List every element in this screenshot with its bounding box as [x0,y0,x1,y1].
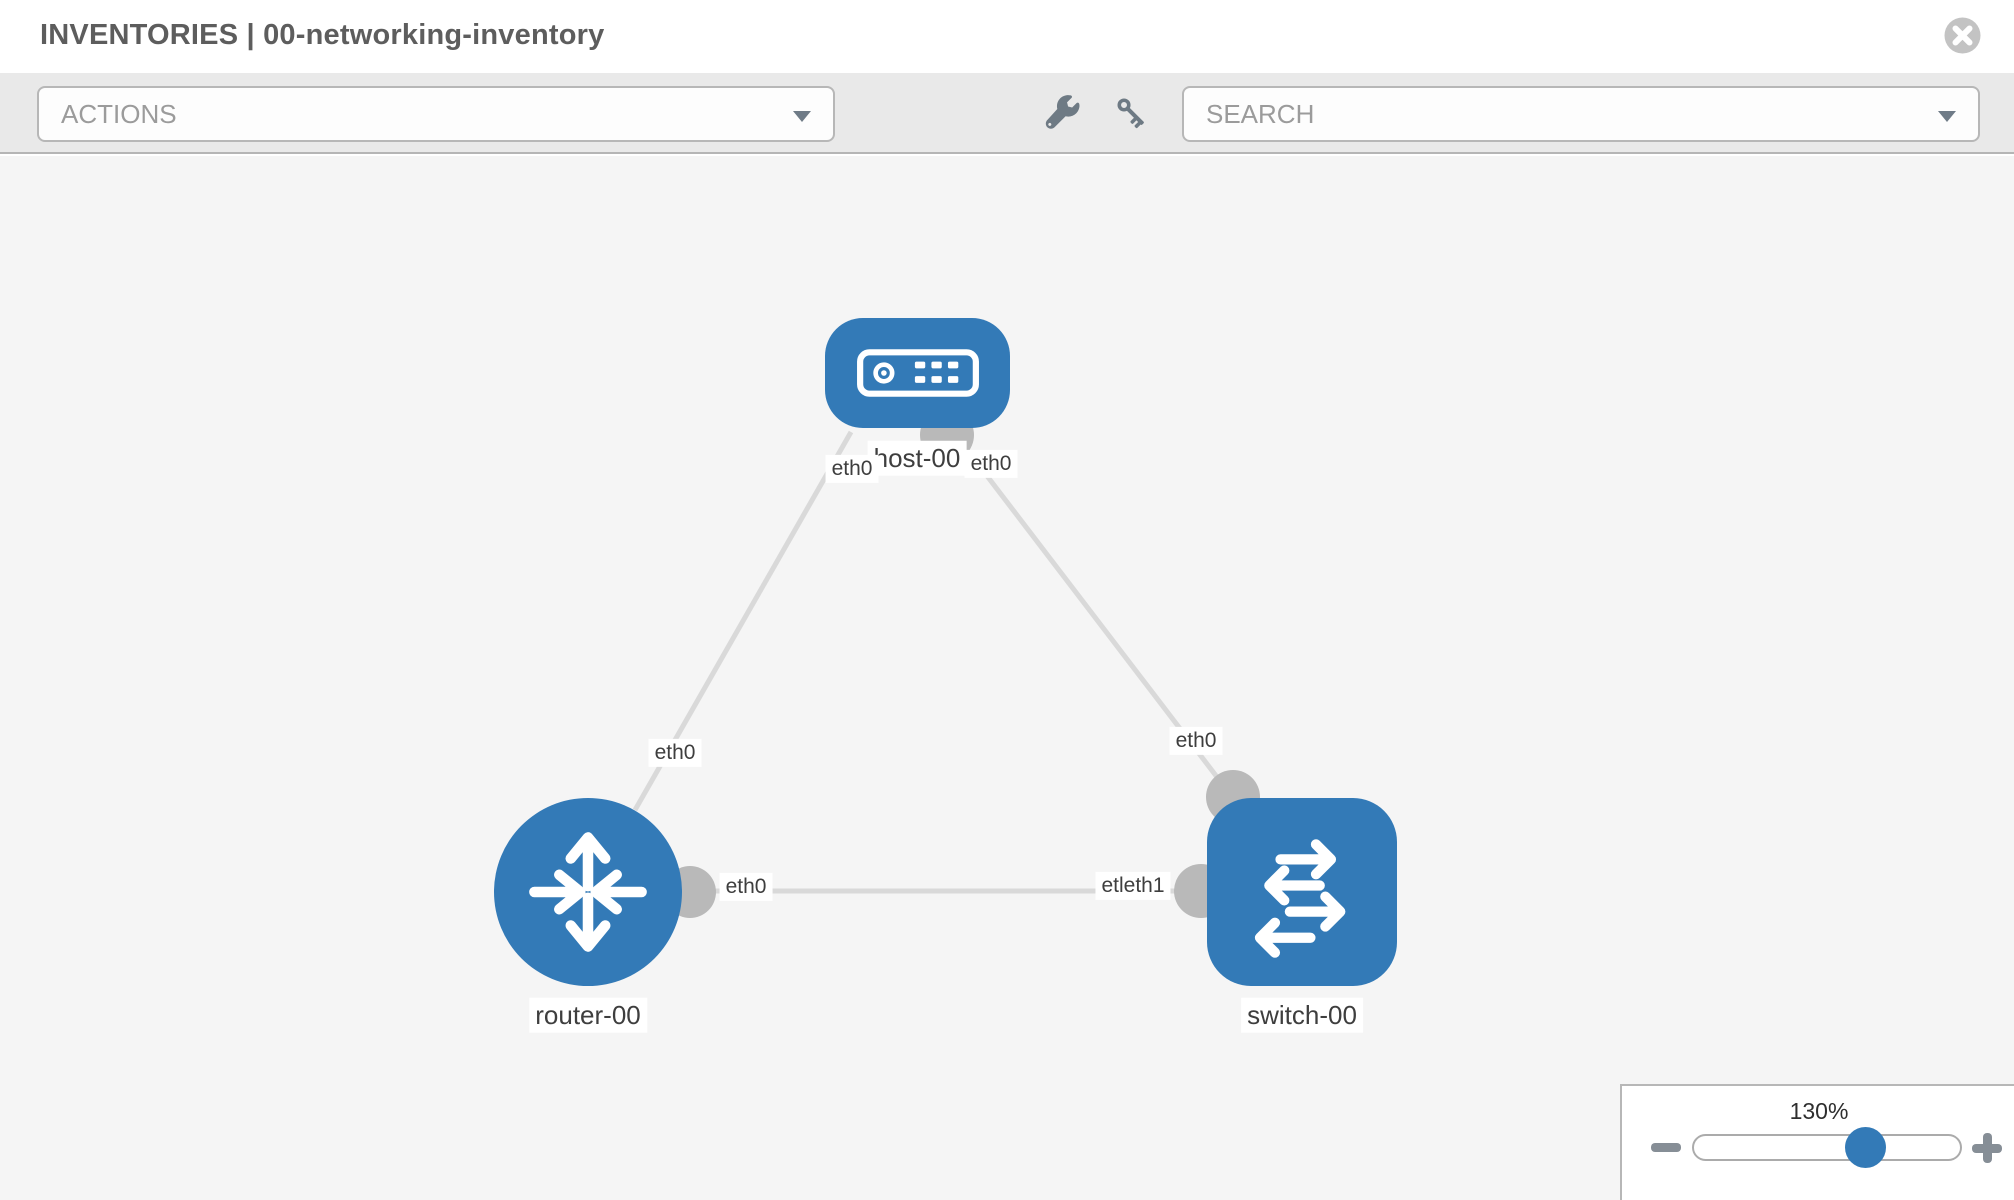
zoom-out-button minus-icon[interactable] [1651,1143,1681,1152]
node-label-switch: switch-00 [1241,997,1363,1033]
search-placeholder: SEARCH [1206,98,1315,129]
actions-dropdown[interactable]: ACTIONS [37,86,835,142]
host-icon [856,349,979,397]
node-label-host: host-00 [867,440,967,476]
topology-canvas[interactable]: host-00 router-00 switch-00 eth0 eth0 et… [0,156,2014,1200]
close-button[interactable] [1944,17,1981,54]
caret-down-icon [793,111,811,122]
credentials-button[interactable] [1112,94,1152,134]
page-title: INVENTORIES | 00-networking-inventory [40,19,605,51]
zoom-slider-handle[interactable] [1845,1127,1886,1168]
port-label: eth0 [825,454,879,484]
zoom-in-button plus-icon[interactable] [1972,1133,2002,1163]
caret-down-icon [1938,111,1956,122]
node-label-router: router-00 [529,997,647,1033]
search-dropdown[interactable]: SEARCH [1182,86,1980,142]
node-host-00[interactable] [825,318,1010,428]
header: INVENTORIES | 00-networking-inventory [0,0,2014,73]
switch-icon [1254,839,1346,958]
configure-tools-button[interactable] [1043,94,1083,134]
port-label: etleth1 [1095,871,1171,901]
port-label: eth0 [1169,726,1223,756]
node-router-00[interactable] [494,798,682,986]
zoom-level: 130% [1789,1098,1849,1124]
port-label: eth0 [964,449,1018,479]
port-label: eth0 [719,872,773,902]
node-switch-00[interactable] [1207,798,1397,986]
wrench-icon [1045,95,1080,129]
router-icon [529,832,647,952]
port-label: eth0 [648,738,702,768]
toolbar: ACTIONS SEARCH [0,73,2014,154]
actions-dropdown-label: ACTIONS [61,98,177,129]
zoom-slider-track[interactable] [1692,1134,1962,1161]
close-icon [1944,17,1981,54]
links-layer [632,408,1260,918]
key-icon [1117,98,1144,129]
zoom-widget: 130% [1620,1084,2014,1200]
